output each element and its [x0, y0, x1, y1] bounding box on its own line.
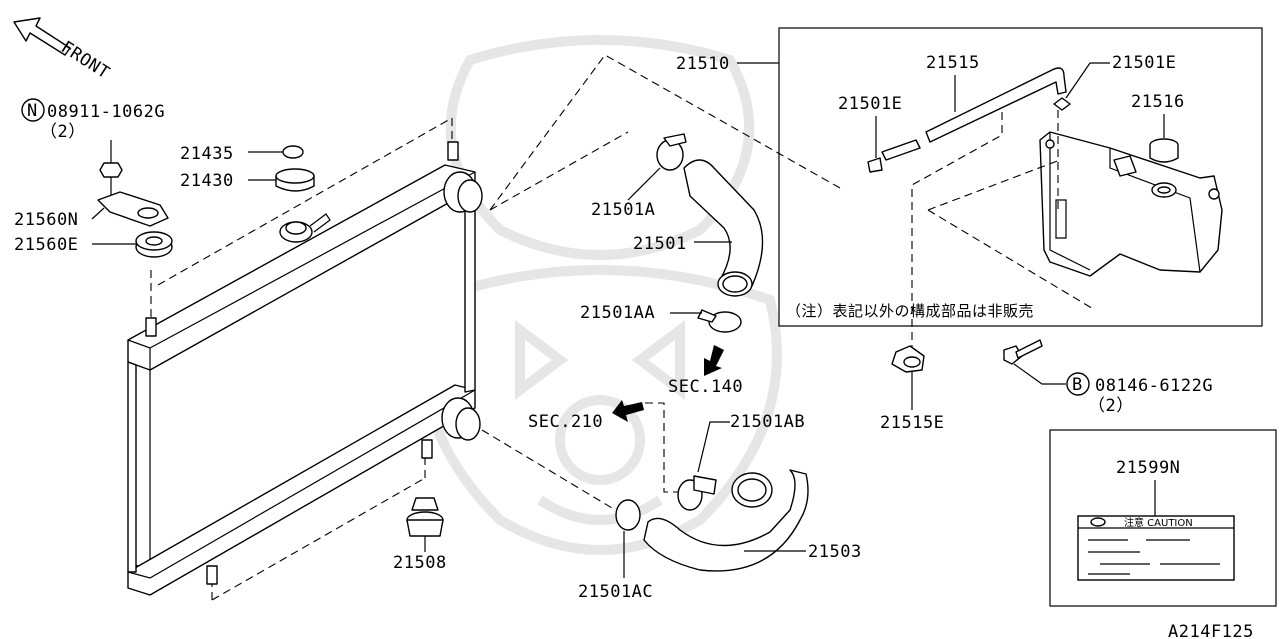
figure-code: A214F125 — [1168, 622, 1254, 639]
label-21501ab: 21501AB — [730, 412, 805, 432]
caution-label-box: 21599N 注意 CAUTION — [1049, 429, 1277, 607]
clip-21515e: 21515E — [880, 345, 944, 433]
label-21515: 21515 — [926, 53, 980, 73]
radiator-core — [127, 141, 483, 596]
lower-hose-assembly: SEC.210 21501AB 21503 21501AC — [528, 400, 862, 602]
label-21516: 21516 — [1131, 92, 1185, 112]
sec210-arrow-icon — [612, 400, 644, 422]
label-21510: 21510 — [676, 54, 730, 74]
brand-logo-icon — [1090, 517, 1106, 527]
label-21515e: 21515E — [880, 413, 944, 433]
reservoir-box: 21510 21515 21501E 21501E 21516 — [676, 27, 1263, 350]
n-marker: N — [27, 101, 38, 121]
caution-sticker-21599n — [1077, 515, 1235, 581]
b-marker-circle — [1066, 372, 1090, 396]
label-sec210: SEC.210 — [528, 412, 603, 432]
bolt-08146: B 08146-6122G （2） — [1003, 339, 1213, 416]
front-arrow: FRONT — [13, 17, 113, 83]
watermark-emblem — [418, 35, 782, 555]
lower-hose-21503 — [643, 469, 809, 572]
reservoir-frame — [778, 27, 1263, 327]
label-21501aa: 21501AA — [580, 303, 655, 323]
hose-21515 — [925, 67, 1067, 143]
front-label: FRONT — [57, 37, 113, 83]
note-non-sale: （注）表記以外の構成部品は非販売 — [786, 302, 1034, 320]
upper-hose-assembly: 21501A 21501 21501AA SEC.140 — [580, 133, 764, 397]
reservoir-tank — [1039, 131, 1223, 277]
label-21501: 21501 — [633, 234, 687, 254]
label-21560e: 21560E — [14, 235, 78, 255]
caution-text: 注意 CAUTION — [1124, 516, 1193, 529]
b-marker: B — [1072, 375, 1083, 395]
label-21501ac: 21501AC — [578, 582, 653, 602]
label-21508: 21508 — [393, 553, 447, 573]
label-21599n: 21599N — [1116, 458, 1180, 478]
n-marker-circle — [21, 98, 45, 122]
clamp-21501ac — [615, 499, 641, 531]
label-08911-qty: （2） — [40, 122, 86, 142]
upper-hose-21501 — [683, 159, 764, 287]
label-21501a: 21501A — [591, 200, 655, 220]
label-21560n: 21560N — [14, 210, 78, 230]
bracket-21560n — [97, 191, 169, 227]
label-21435: 21435 — [180, 144, 234, 164]
drain-plug-21508: 21508 — [393, 497, 447, 573]
cap-seal-21435 — [282, 145, 304, 159]
clamp-21501aa — [708, 311, 742, 333]
label-21501e-left: 21501E — [838, 94, 902, 114]
label-08911-1062g: 08911-1062G — [47, 102, 165, 122]
label-sec140: SEC.140 — [668, 377, 743, 397]
mount-08911: N 08911-1062G （2） 21560N 21560E 21435 21… — [14, 98, 315, 258]
label-21430: 21430 — [180, 171, 234, 191]
label-21503: 21503 — [808, 542, 862, 562]
sec140-arrow-icon — [704, 345, 724, 376]
label-08146-qty: （2） — [1088, 396, 1134, 416]
nut-icon — [99, 162, 123, 178]
label-08146-6122g: 08146-6122G — [1095, 376, 1213, 396]
radiator-guide-lines — [150, 54, 841, 601]
label-21501e-right: 21501E — [1112, 53, 1176, 73]
